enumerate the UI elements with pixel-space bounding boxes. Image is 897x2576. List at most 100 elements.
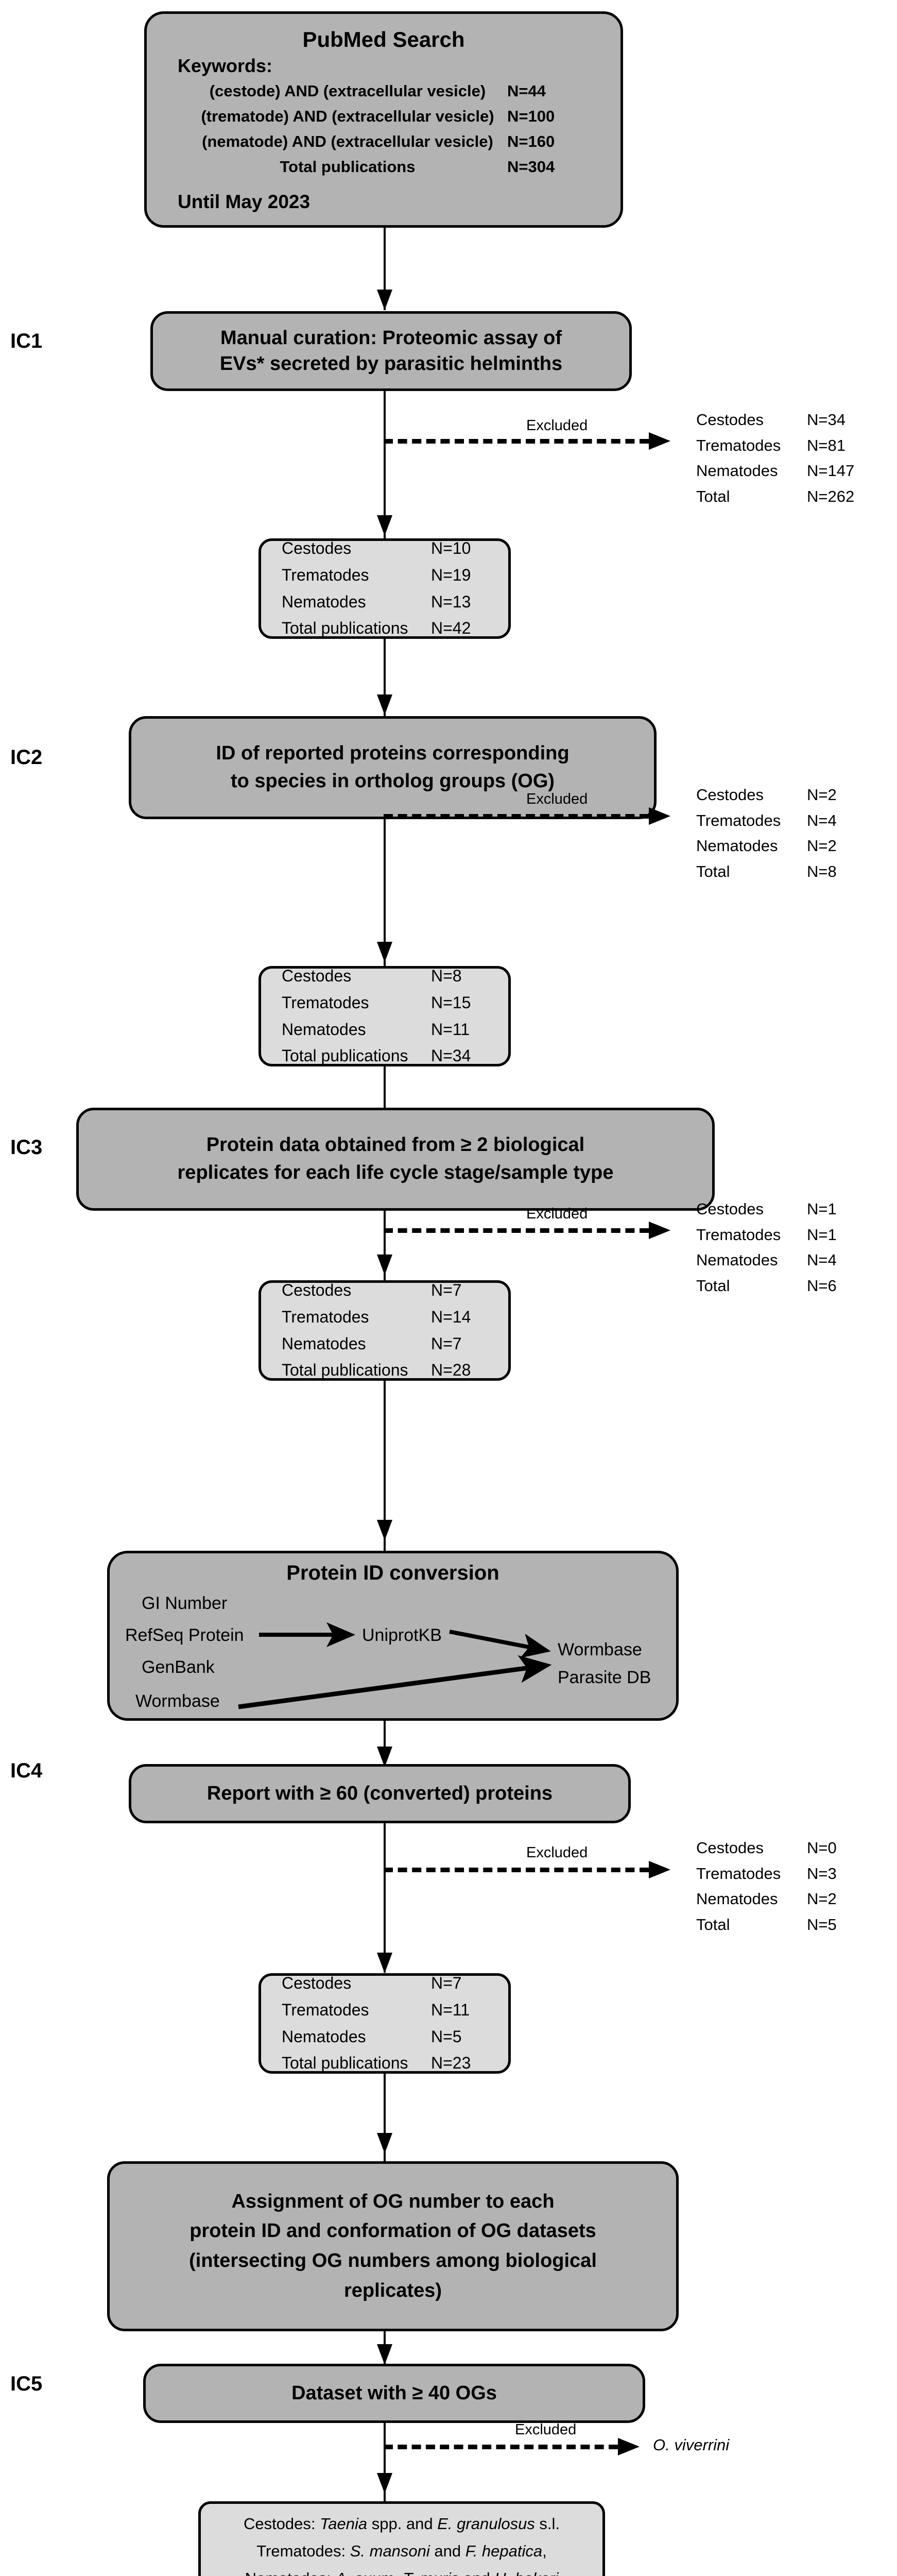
result-group: Cestodes (282, 1280, 352, 1299)
final-nematodes-sp1: A. suum (335, 2569, 394, 2576)
excluded-species-o-viverrini: O. viverrini (653, 2436, 730, 2454)
ic1-criterion-box: Manual curation: Proteomic assay of EVs*… (150, 311, 632, 391)
final-trematodes-prefix: Trematodes: (256, 2542, 350, 2561)
excluded-count: N=34 (807, 411, 846, 429)
target-wormbase: Wormbase (558, 1640, 642, 1659)
arrow-uniprotkb-to-wormbase (449, 1630, 551, 1658)
excluded-count: N=8 (807, 862, 837, 880)
target-parasite-db: Parasite DB (558, 1668, 651, 1687)
og-assignment-line2: protein ID and conformation of OG datase… (189, 2220, 596, 2242)
result-group: Nematodes (282, 592, 366, 611)
source-gi-number: GI Number (142, 1594, 228, 1613)
final-cestodes-prefix: Cestodes: (243, 2515, 320, 2533)
protein-id-conversion-title: Protein ID conversion (286, 1562, 499, 1584)
excluded-dashed-line (384, 1228, 649, 1233)
stage-label-ic5: IC5 (10, 2372, 43, 2395)
excluded-count: N=1 (807, 1225, 837, 1244)
excluded-count: N=1 (807, 1200, 837, 1218)
result-count: N=11 (431, 2000, 470, 2019)
excluded-count: N=2 (807, 1890, 837, 1908)
result-count: N=10 (431, 538, 471, 557)
result-group: Cestodes (282, 538, 352, 557)
connector-line (384, 228, 386, 310)
result-count: N=13 (431, 592, 471, 611)
excluded-group: Total (696, 1276, 730, 1295)
connector-line (384, 391, 386, 543)
connector-line (384, 2423, 386, 2503)
arrowhead-icon (377, 2133, 392, 2154)
search-date-limit: Until May 2023 (178, 191, 310, 212)
excluded-group: Trematodes (696, 436, 781, 454)
result-row: Cestodes N=10 (282, 535, 508, 562)
ic4-criterion-box: Report with ≥ 60 (converted) proteins (129, 1764, 631, 1823)
final-nematodes-mid1: , (394, 2569, 403, 2576)
keyword-term: Total publications (280, 157, 416, 176)
result-group: Trematodes (282, 993, 369, 1012)
og-assignment-line4: replicates) (343, 2279, 442, 2301)
excluded-label: Excluded (526, 417, 588, 434)
keyword-term: (nematode) AND (extracellular vesicle) (202, 132, 493, 150)
result-count: N=28 (431, 1361, 471, 1380)
final-nematodes-line: Nematodes: A. suum, T. muris and H. bake… (245, 2565, 559, 2576)
excluded-dashed-line (384, 439, 649, 444)
keyword-count: N=44 (507, 82, 546, 100)
final-cestodes-mid: spp. and (367, 2515, 438, 2533)
excluded-group: Total (696, 1915, 730, 1934)
excluded-group: Total (696, 862, 730, 880)
stage-label-ic4: IC4 (10, 1759, 43, 1782)
intermediate-uniprotkb: UniprotKB (362, 1625, 442, 1645)
excluded-group: Total (696, 487, 730, 505)
result-count: N=19 (431, 565, 471, 584)
final-nematodes-sp3: H. bakeri (494, 2569, 558, 2576)
connector-line (384, 819, 386, 966)
keyword-term: (trematode) AND (extracellular vesicle) (201, 107, 494, 125)
result-group: Trematodes (282, 1307, 369, 1326)
keyword-count: N=304 (507, 157, 555, 176)
final-trematodes-sp2: F. hepatica (465, 2542, 543, 2561)
excluded-count: N=2 (807, 837, 837, 855)
connector-line (384, 639, 386, 721)
excluded-count: N=262 (807, 487, 855, 505)
result-count: N=5 (431, 2027, 462, 2046)
arrowhead-icon (649, 807, 670, 825)
excluded-dashed-line (384, 2445, 618, 2449)
arrowhead-icon (377, 1520, 392, 1540)
excluded-count: N=147 (807, 462, 855, 480)
result-group: Trematodes (282, 2000, 369, 2019)
keyword-term: (cestode) AND (extracellular vesicle) (209, 82, 486, 100)
result-group: Total publications (282, 619, 408, 638)
ic5-criterion-box: Dataset with ≥ 40 OGs (143, 2364, 645, 2423)
excluded-count: N=81 (807, 436, 846, 454)
arrowhead-icon (377, 1255, 392, 1275)
result-group: Cestodes (282, 1973, 352, 1992)
excluded-group: Nematodes (696, 1251, 778, 1269)
arrowhead-icon (377, 2473, 392, 2494)
excluded-group: Cestodes (696, 786, 764, 804)
stage-label-ic1: IC1 (10, 330, 43, 352)
keyword-count: N=160 (507, 132, 555, 150)
result-row: Trematodes N=11 (282, 1997, 508, 2024)
ic2-criterion-line1: ID of reported proteins corresponding (216, 742, 570, 765)
ic5-criterion-line1: Dataset with ≥ 40 OGs (291, 2382, 497, 2404)
excluded-group: Trematodes (696, 1864, 781, 1883)
excluded-count: N=5 (807, 1915, 837, 1934)
arrowhead-icon (649, 432, 670, 450)
final-cestodes-sp1: Taenia (320, 2515, 368, 2533)
ic1-criterion-line2: EVs* secreted by parasitic helminths (219, 352, 563, 375)
source-genbank: GenBank (142, 1657, 215, 1677)
